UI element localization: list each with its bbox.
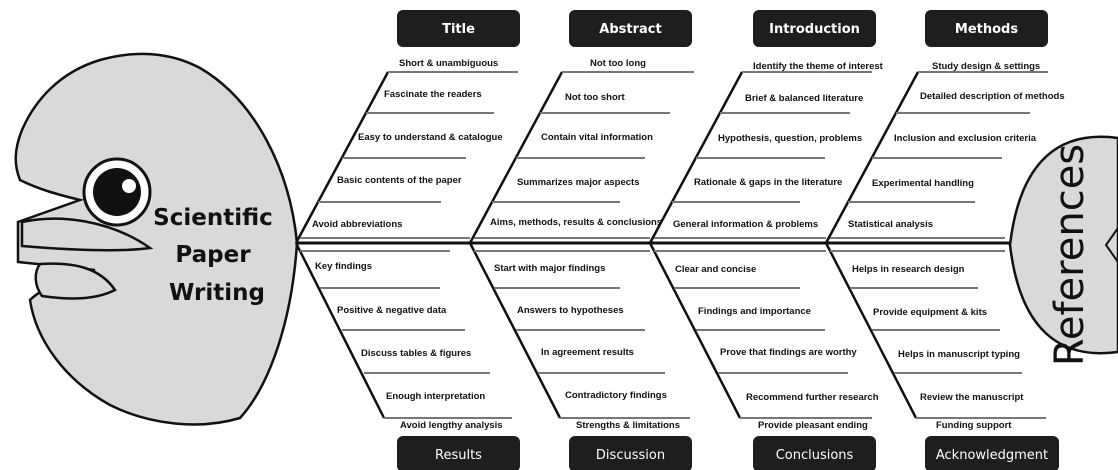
branch-label: Contradictory findings [565,390,667,401]
header-box [397,10,520,47]
section-acknowledgment: Helps in research design Provide equipme… [824,242,1059,470]
branch-label: Enough interpretation [386,391,485,402]
diagram-title-line-2: Paper [175,242,251,268]
rib-bone [648,242,742,419]
section-discussion: Start with major findings Answers to hyp… [468,242,692,470]
branch-label: Funding support [936,420,1012,431]
section-header-acknowledgment: Acknowledgment [936,448,1048,463]
branch-label: Prove that findings are worthy [720,347,857,358]
header-box [569,10,692,47]
fish-tail-shape [1008,135,1118,355]
section-header-introduction: Introduction [769,22,860,37]
section-header-conclusions: Conclusions [776,448,854,463]
section-header-title: Title [442,22,475,37]
section-introduction: Identify the theme of interest Brief & b… [648,10,884,244]
branch-label: Key findings [315,261,372,272]
section-header-results: Results [435,448,482,463]
branch-label: Identify the theme of interest [753,61,884,72]
branch-label: Helps in research design [852,264,965,275]
section-title: Short & unambiguous Fascinate the reader… [294,10,520,244]
fish-mouth-lower-lip [34,262,117,300]
diagram-title-line-3: Writing [169,280,265,306]
branch-label: Summarizes major aspects [517,177,640,188]
footer-box [569,436,692,470]
diagram-title: Scientific Paper Writing [153,205,281,306]
branch-label: Start with major findings [494,263,605,274]
diagram-title-line-1: Scientific [153,205,273,231]
fish-head-shape [14,52,299,426]
top-sections: Short & unambiguous Fascinate the reader… [294,10,1065,244]
branch-label: Clear and concise [675,264,756,275]
section-header-discussion: Discussion [596,448,665,463]
branch-label: Aims, methods, results & conclusions [490,217,662,228]
branch-label: Basic contents of the paper [337,175,462,186]
fish-tail-notch [1104,227,1118,263]
branch-label: Inclusion and exclusion criteria [894,133,1037,144]
branch-label: General information & problems [673,219,818,230]
rib-bone [294,242,386,419]
branch-label: Provide equipment & kits [873,307,987,318]
branch-label: Not too long [590,58,646,69]
section-conclusions: Clear and concise Findings and importanc… [648,242,879,470]
branch-label: Contain vital information [541,132,653,143]
branch-label: Strengths & limitations [576,420,680,431]
rib-bone [468,242,562,419]
branch-label: Recommend further research [746,392,879,403]
branch-label: Experimental handling [872,178,974,189]
branch-label: Review the manuscript [920,392,1024,403]
branch-label: Findings and importance [698,306,811,317]
branch-label: Brief & balanced literature [745,93,863,104]
fish-eye-icon [82,157,152,227]
branch-label: Positive & negative data [337,305,447,316]
fish-head: Scientific Paper Writing [14,52,299,426]
section-header-methods: Methods [955,22,1018,37]
section-methods: Study design & settings Detailed descrip… [824,10,1065,244]
section-results: Key findings Positive & negative data Di… [294,242,520,470]
header-box [925,10,1048,47]
fish-tail: References [1008,135,1118,366]
branch-label: In agreement results [541,347,634,358]
fish-mouth-upper-lip [20,217,154,252]
branch-label: Detailed description of methods [920,91,1065,102]
branch-label: Provide pleasant ending [758,420,868,431]
branch-label: Statistical analysis [848,219,933,230]
section-abstract: Not too long Not too short Contain vital… [468,10,694,244]
branch-label: Study design & settings [932,61,1040,72]
footer-box [397,436,520,470]
branch-label: Helps in manuscript typing [898,349,1020,360]
branch-label: Easy to understand & catalogue [358,132,503,143]
branch-label: Fascinate the readers [384,89,482,100]
branch-label: Rationale & gaps in the literature [694,177,842,188]
header-box [753,10,876,47]
branch-label: Short & unambiguous [399,58,498,69]
section-header-abstract: Abstract [599,22,661,37]
branch-label: Answers to hypotheses [517,305,624,316]
rib-bone [824,242,918,419]
branch-label: Discuss tables & figures [361,348,471,359]
branch-label: Avoid abbreviations [312,219,402,230]
footer-box [753,436,876,470]
tail-label: References [1047,144,1093,366]
branch-label: Hypothesis, question, problems [718,133,862,144]
branch-label: Avoid lengthy analysis [400,420,503,431]
footer-box [925,436,1059,470]
branch-label: Not too short [565,92,625,103]
bottom-sections: Key findings Positive & negative data Di… [294,242,1059,470]
